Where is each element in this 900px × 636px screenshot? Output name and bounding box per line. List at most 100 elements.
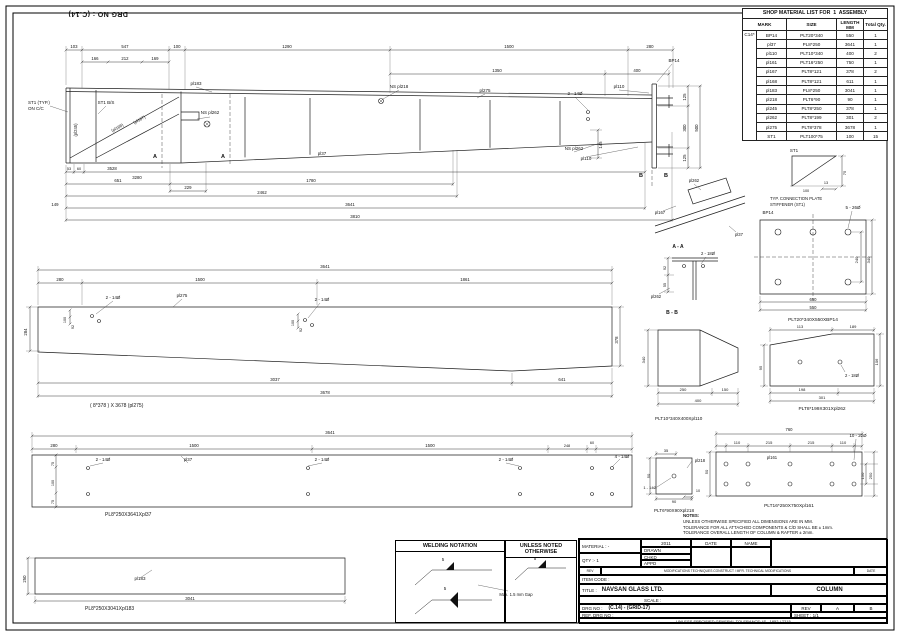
col-header-length: LENGTH MM [836, 17, 864, 32]
dim-label: 2 - 18Ø [845, 373, 860, 378]
label-connection-plate: STIFFENER (ST1) [770, 202, 806, 207]
dim-label: 75 [51, 500, 55, 504]
dim-label: 2 - 14Ø [567, 91, 583, 96]
dim-label: 75 [51, 462, 55, 466]
part-caption-pl37: PL8*250X3641Xpl37 [105, 512, 152, 518]
dim-label: 106 [874, 358, 879, 365]
material-cell: PLT20*340 [786, 30, 837, 41]
label-pl168: (pl168) [110, 122, 124, 133]
dim-label: 100 [291, 320, 295, 326]
dim-label: 1780 [306, 178, 316, 183]
dim-label: 3810 [350, 214, 360, 219]
material-cell: 1 [863, 57, 888, 68]
label-pl218: NS pl218 [390, 84, 409, 89]
label-pl262: NS pl262 [201, 110, 220, 115]
dim-label: 110 [840, 440, 847, 445]
material-list-table: SHOP MATERIAL LIST FOR 1 ASSEMBLY MARK S… [742, 8, 888, 142]
dim-label: 650 [810, 297, 818, 302]
section-title-aa: A - A [672, 244, 684, 250]
assembly-mark-cell: C14* [742, 30, 757, 142]
label-pl183: pl183 [134, 576, 146, 581]
weld-size: 5 [442, 557, 445, 562]
drg-no-value: (C.14) - (GRID-17) [608, 605, 650, 611]
dim-label: 60 [77, 167, 81, 171]
dim-label: 5 - 26Ø [845, 205, 861, 210]
label-pl218: pl218 [695, 458, 706, 463]
material-cell: pl168 [756, 76, 787, 87]
dim-label: 10 [696, 489, 700, 493]
dim-label: 2 - 14Ø [499, 457, 514, 462]
dim-label: 3037 [270, 377, 280, 382]
label-pl161: pl161 [767, 455, 778, 460]
notes-line: TOLERANCE FOR ALL ATTACHED COMPONENTS & … [683, 524, 834, 530]
material-cell: PLT100*75 [786, 131, 837, 142]
dim-label: 100 [803, 189, 809, 193]
dim-label: 75 [842, 170, 847, 175]
col-header-mark: MARK [742, 17, 787, 32]
material-cell: pl110 [756, 48, 787, 59]
ref-drg-label: REF. DRG NO : [579, 612, 791, 618]
label-st1-typ: ON C/C [28, 106, 45, 111]
modifications-label: MODIFICATIONS TECHNIQUES CONSTRUCT / MFR… [601, 567, 854, 575]
label-pl37: pl37 [735, 232, 744, 237]
dim-label: 215 [808, 440, 815, 445]
name-header-cell: NAME [731, 539, 771, 547]
dim-label: 284 [23, 328, 28, 336]
label-st1-bs: ST1 B/S [98, 100, 115, 105]
rev-col-label: REV [791, 604, 821, 612]
material-cell: PLT8*250 [786, 103, 837, 114]
label-pl262: pl262 [651, 294, 662, 299]
title-block: MATERIAL : - QTY :- 1 2011 DATE NAME DRA… [578, 538, 888, 624]
dim-label: 2 - 14Ø [96, 457, 111, 462]
material-cell: 750 [836, 57, 864, 68]
label-pl262: NS pl262 [565, 146, 584, 151]
material-cell: 400 [836, 48, 864, 59]
name-values-cell [731, 547, 771, 567]
dim-label: 113 [797, 324, 804, 329]
label-pl275: pl275 [177, 293, 188, 298]
part-caption-bp14: PLT20*340X550XBP14 [788, 317, 838, 323]
dim-label: 1861 [460, 277, 470, 282]
material-cell: PLT6*90 [786, 94, 837, 105]
leader-layer [49, 63, 857, 592]
material-cell: 1 [863, 39, 888, 50]
col-header-size: SIZE [786, 17, 837, 32]
hole-layer [86, 110, 857, 496]
welding-notation-title: WELDING NOTATION [396, 541, 504, 552]
dim-label: 166 [91, 56, 99, 61]
label-pl183: pl183 [190, 81, 202, 86]
section-marker-a: A [221, 154, 225, 160]
label-pl167: (pl167) [132, 114, 146, 125]
material-cell: 90 [836, 94, 864, 105]
dim-label: 35 [664, 448, 669, 453]
dim-label: 60 [590, 441, 594, 445]
material-cell: pl167 [756, 66, 787, 78]
dim-label: 3641 [320, 264, 330, 269]
scale-row-cell: SCALE : [579, 596, 888, 604]
dim-label: 103 [70, 44, 78, 49]
dim-label: 100 [63, 317, 67, 323]
welding-notation-box: WELDING NOTATION [395, 540, 505, 623]
material-label: MATERIAL : - [579, 539, 641, 553]
dim-label: 641 [558, 377, 566, 382]
material-cell: PLT10*340 [786, 48, 837, 59]
geometry-layer [31, 83, 875, 615]
dim-label: 547 [121, 44, 129, 49]
notes-line: UNLESS OTHERWISE SPECIFIED ALL DIMENSION… [683, 518, 813, 524]
material-cell: PLT8*121 [786, 66, 837, 78]
part-caption-pl110: PLT10*340X400Xpl110 [655, 416, 703, 421]
material-cell: pl183 [756, 85, 787, 96]
section-title-bb: B - B [666, 310, 678, 316]
dim-label: 3280 [132, 175, 142, 180]
label-pl275: pl275 [479, 88, 491, 93]
material-list-header: MARK SIZE LENGTH MM Total Qty. [742, 17, 888, 32]
material-cell: PLT8*121 [786, 76, 837, 87]
dim-label: 2 - 14Ø [315, 457, 330, 462]
dim-label: 301 [819, 395, 826, 400]
dim-label: 240 [854, 256, 859, 263]
dim-label: 10 - 22Ø [849, 433, 867, 438]
